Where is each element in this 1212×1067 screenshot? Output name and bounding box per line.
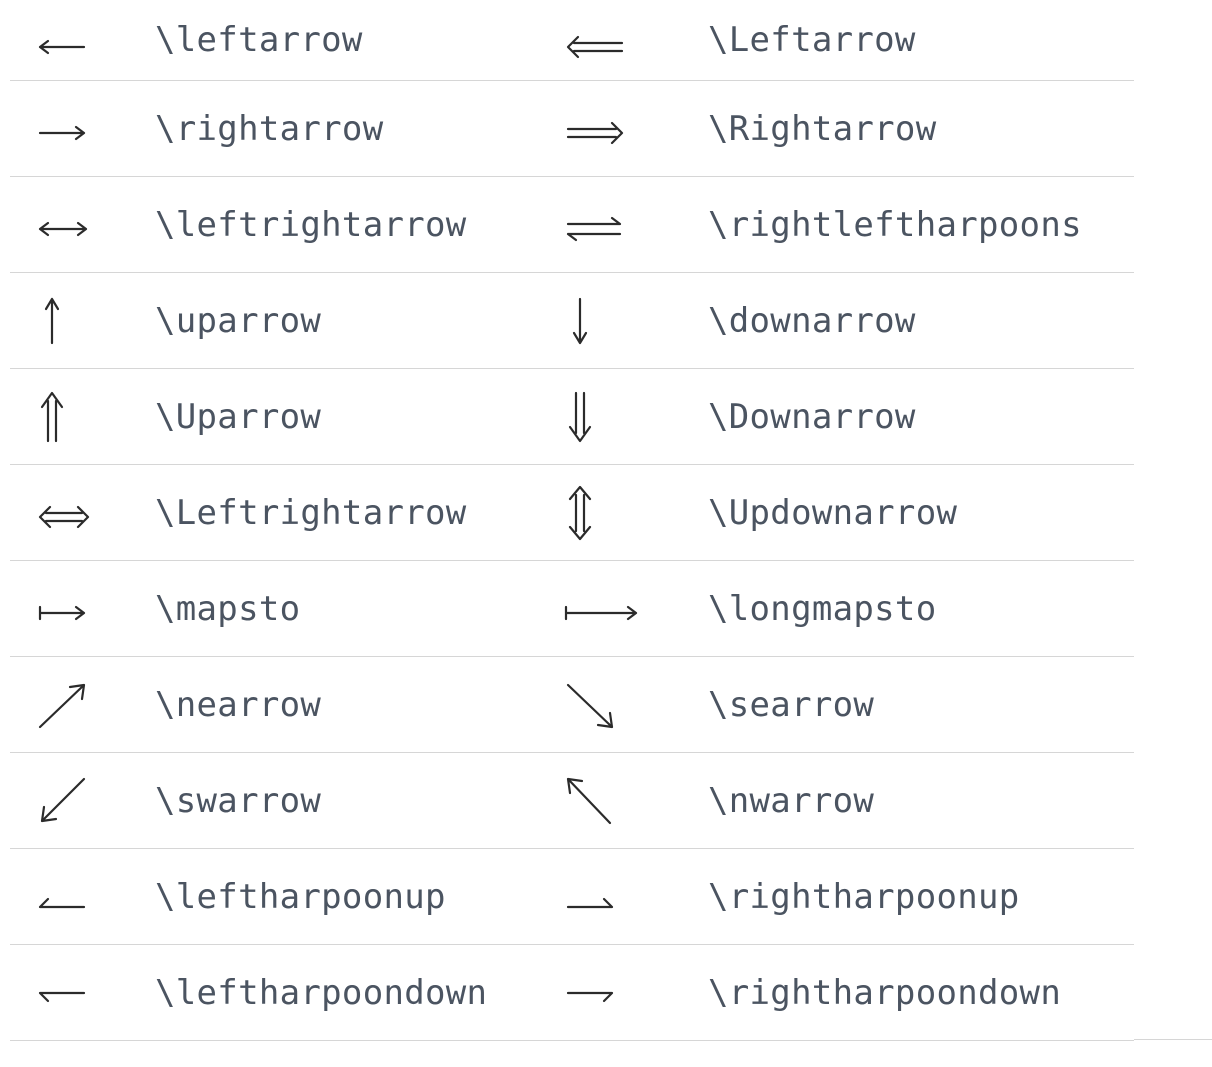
table-row: \Uparrow \Downarrow (10, 369, 1134, 465)
table-row: \leftharpoondown \rightharpoondown (10, 945, 1134, 1041)
leftrightarrow-icon (32, 195, 96, 255)
nearrow-icon (32, 675, 96, 735)
command-label: \rightarrow (155, 108, 384, 149)
command-label: \rightharpoonup (708, 876, 1020, 917)
table-row: \uparrow \downarrow (10, 273, 1134, 369)
command-label: \longmapsto (708, 588, 937, 629)
command-label: \Downarrow (708, 396, 916, 437)
command-label: \nwarrow (708, 780, 875, 821)
command-label: \leftarrow (155, 20, 363, 60)
rightarrow-icon (32, 99, 96, 159)
command-label: \Uparrow (155, 396, 322, 437)
command-label: \leftharpoondown (155, 972, 488, 1013)
table-row: \leftarrow \Leftarrow (10, 0, 1134, 81)
leftharpoonup-icon (32, 867, 96, 927)
double-rightarrow-icon (560, 99, 624, 159)
divider (1134, 1039, 1212, 1040)
command-label: \swarrow (155, 780, 322, 821)
table-row: \swarrow \nwarrow (10, 753, 1134, 849)
arrow-symbol-table: \leftarrow \Leftarrow \rightarrow \Right… (10, 0, 1134, 1041)
command-label: \searrow (708, 684, 875, 725)
mapsto-icon (32, 579, 96, 639)
double-leftarrow-icon (560, 10, 624, 70)
command-label: \Leftrightarrow (155, 492, 467, 533)
longmapsto-icon (560, 579, 640, 639)
rightharpoondown-icon (560, 963, 624, 1023)
searrow-icon (560, 675, 624, 735)
double-downarrow-icon (560, 387, 624, 447)
command-label: \mapsto (155, 588, 301, 629)
table-row: \rightarrow \Rightarrow (10, 81, 1134, 177)
leftharpoondown-icon (32, 963, 96, 1023)
command-label: \rightharpoondown (708, 972, 1062, 1013)
nwarrow-icon (560, 771, 624, 831)
double-leftrightarrow-icon (32, 483, 96, 543)
command-label: \Updownarrow (708, 492, 958, 533)
command-label: \Rightarrow (708, 108, 937, 149)
command-label: \Leftarrow (708, 20, 916, 60)
table-row: \nearrow \searrow (10, 657, 1134, 753)
leftarrow-icon (32, 10, 96, 70)
command-label: \rightleftharpoons (708, 204, 1082, 245)
downarrow-icon (560, 291, 624, 351)
double-uparrow-icon (32, 387, 96, 447)
swarrow-icon (32, 771, 96, 831)
command-label: \nearrow (155, 684, 322, 725)
command-label: \uparrow (155, 300, 322, 341)
rightleftharpoons-icon (560, 195, 624, 255)
table-row: \leftrightarrow \rightleftharpoons (10, 177, 1134, 273)
uparrow-icon (32, 291, 96, 351)
rightharpoonup-icon (560, 867, 624, 927)
table-row: \leftharpoonup \rightharpoonup (10, 849, 1134, 945)
table-row: \mapsto \longmapsto (10, 561, 1134, 657)
command-label: \downarrow (708, 300, 916, 341)
command-label: \leftharpoonup (155, 876, 446, 917)
double-updownarrow-icon (560, 483, 624, 543)
command-label: \leftrightarrow (155, 204, 467, 245)
table-row: \Leftrightarrow \Updownarrow (10, 465, 1134, 561)
